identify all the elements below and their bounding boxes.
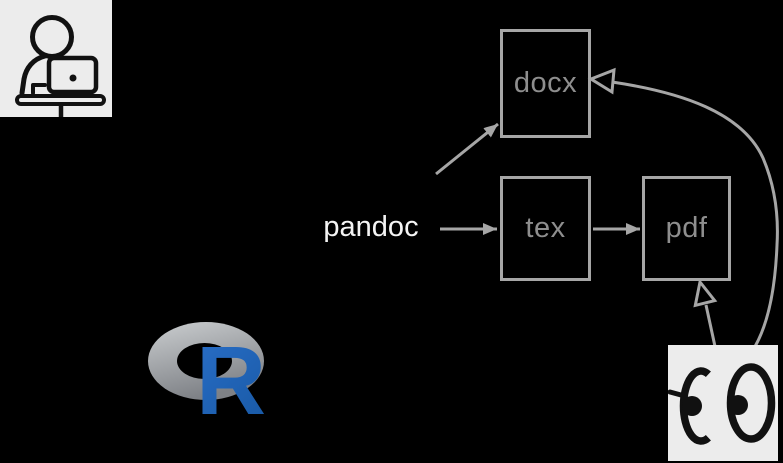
node-pdf-label: pdf	[665, 212, 708, 244]
r-logo-icon: R	[148, 322, 266, 420]
node-pdf: pdf	[642, 176, 731, 281]
node-docx-label: docx	[513, 67, 578, 99]
r-logo-letter: R	[196, 326, 266, 420]
person-card	[0, 0, 112, 117]
pandoc-label: pandoc	[323, 211, 419, 243]
eyes-card	[667, 345, 778, 461]
arrowhead-eyes-to-pdf	[693, 278, 718, 308]
eyes-icon	[667, 363, 776, 445]
person-at-laptop-icon	[15, 15, 106, 117]
node-docx: docx	[500, 29, 591, 138]
node-tex-label: tex	[525, 212, 566, 244]
arrow-pandoc-to-docx	[435, 122, 499, 176]
node-tex: tex	[500, 176, 591, 281]
arrowhead-eyes-to-docx	[587, 67, 616, 95]
